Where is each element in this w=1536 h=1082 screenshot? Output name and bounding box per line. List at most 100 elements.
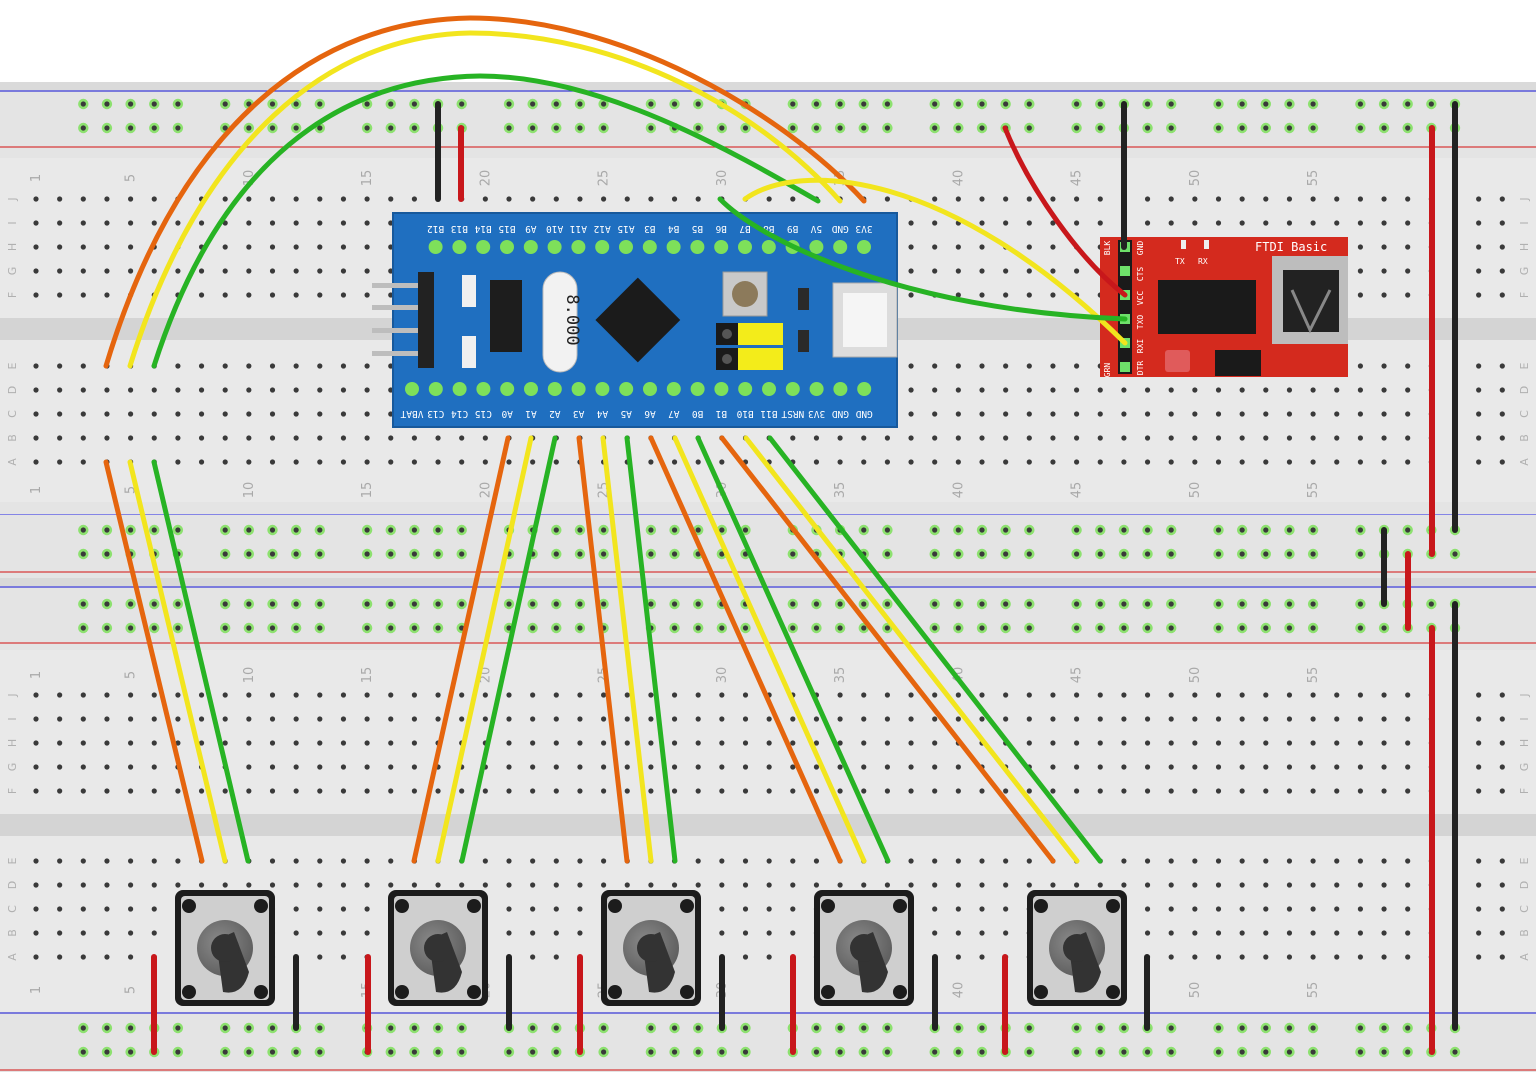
ftdi-pin-label: CTS <box>1136 267 1145 282</box>
mcu-pin-label: B9 <box>787 223 799 234</box>
potentiometer[interactable] <box>814 890 914 1006</box>
jumper-wire[interactable] <box>151 73 821 369</box>
column-number: 30 <box>715 170 730 187</box>
mcu-pin <box>785 382 800 396</box>
jumper-wire[interactable] <box>411 435 511 864</box>
jumper-wire[interactable] <box>743 435 1080 864</box>
jumper-wire[interactable] <box>435 435 534 864</box>
mcu-pin-label: B5 <box>692 223 703 234</box>
mcu-pin <box>857 240 871 254</box>
jumper-wire[interactable] <box>127 459 228 864</box>
mcu-pin <box>714 382 729 396</box>
jumper-wire[interactable] <box>1002 125 1128 298</box>
column-number: 5 <box>124 174 139 182</box>
jumper-wire[interactable] <box>600 435 654 864</box>
mcu-chip <box>595 277 681 363</box>
jumper-wire[interactable] <box>767 435 1103 864</box>
column-number: 1 <box>29 986 44 994</box>
row-letter: C <box>1518 905 1531 913</box>
row-letter: B <box>6 929 19 937</box>
potentiometer[interactable] <box>388 890 488 1006</box>
mcu-pin-label: A9 <box>525 223 537 234</box>
mcu-pin-label: B14 <box>474 223 491 234</box>
column-number: 55 <box>1306 667 1321 684</box>
column-number: 30 <box>715 667 730 684</box>
column-number: 45 <box>1070 170 1085 187</box>
mcu-pin <box>666 240 681 254</box>
row-letter: G <box>1518 267 1531 276</box>
mcu-pin-label: A0 <box>501 408 513 419</box>
row-letter: B <box>1518 434 1531 442</box>
ftdi-usb-port[interactable] <box>1272 256 1348 344</box>
row-letter: C <box>6 905 19 913</box>
column-number: 20 <box>478 170 493 187</box>
ftdi-pin <box>1120 362 1130 372</box>
potentiometer[interactable] <box>601 890 701 1006</box>
mcu-pin-label: A1 <box>525 408 537 419</box>
mcu-pin <box>642 240 657 254</box>
jumper-wire[interactable] <box>695 435 891 864</box>
mcu-pin <box>523 240 538 254</box>
mcu-pin-label: B8 <box>763 223 775 234</box>
jumper-wire[interactable] <box>103 15 867 369</box>
mcu-pin-label: A2 <box>549 408 560 419</box>
jumper-wire[interactable] <box>717 196 1128 322</box>
mcu-pin <box>595 240 610 254</box>
jumper-wire[interactable] <box>624 435 678 864</box>
row-letter: D <box>6 386 19 394</box>
reset-button[interactable] <box>722 271 768 317</box>
mcu-pin <box>761 240 776 254</box>
mcu-pin-label: A4 <box>596 408 608 419</box>
crystal-oscillator: 8.000 <box>542 271 582 373</box>
mcu-pin-label: NRST <box>781 408 804 419</box>
jumper-wire[interactable] <box>103 459 205 864</box>
mcu-pin-label: GND <box>831 223 848 234</box>
mcu-pin-label: VBAT <box>400 408 423 419</box>
mcu-pin <box>643 382 657 396</box>
mcu-pin-label: A5 <box>620 408 631 419</box>
jumper-wire[interactable] <box>742 177 1128 346</box>
column-number: 50 <box>1188 667 1203 684</box>
mcu-pin <box>452 382 467 396</box>
mcu-pin-label: C15 <box>475 408 492 419</box>
row-letter: D <box>6 881 19 889</box>
jumper-wire[interactable] <box>576 435 630 864</box>
mcu-pin <box>547 240 562 254</box>
jumper-wire[interactable] <box>719 435 1056 864</box>
potentiometer[interactable] <box>175 890 275 1006</box>
mcu-pin <box>690 382 705 396</box>
jumper-wire[interactable] <box>672 435 867 864</box>
mcu-pin-label: GND <box>855 408 872 419</box>
mcu-pin-label: A3 <box>573 408 584 419</box>
row-letter: A <box>6 458 19 466</box>
mcu-pin-label: B4 <box>668 223 680 234</box>
mcu-pin <box>428 240 443 254</box>
mcu-pin <box>619 382 634 396</box>
column-number: 15 <box>360 170 375 187</box>
micro-usb-port[interactable] <box>832 282 898 358</box>
jumper-wire[interactable] <box>151 459 251 864</box>
mcu-pin-label: B13 <box>451 223 468 234</box>
mcu-pin <box>833 382 848 396</box>
row-letter: H <box>1518 243 1531 251</box>
ftdi-pin-label: DTR <box>1136 361 1145 376</box>
mcu-pin <box>666 382 681 396</box>
boot-jumpers[interactable] <box>716 323 783 370</box>
jumper-wire[interactable] <box>127 30 843 369</box>
crystal-label: 8.000 <box>562 294 582 345</box>
ftdi-pin <box>1120 266 1130 276</box>
jumper-wire[interactable] <box>459 435 558 864</box>
potentiometer[interactable] <box>1027 890 1127 1006</box>
mcu-pin-label: B3 <box>644 223 655 234</box>
mcu-pin <box>476 240 491 254</box>
mcu-pin-label: A6 <box>644 408 656 419</box>
mcu-pin <box>500 240 514 254</box>
mcu-pin-label: B11 <box>760 408 777 419</box>
column-number: 55 <box>1306 982 1321 999</box>
mcu-pin-label: 3V3 <box>855 223 872 234</box>
jumper-wire[interactable] <box>648 435 843 864</box>
mcu-pin-label: A15 <box>617 223 634 234</box>
ftdi-pin-label: BLK <box>1103 241 1112 256</box>
